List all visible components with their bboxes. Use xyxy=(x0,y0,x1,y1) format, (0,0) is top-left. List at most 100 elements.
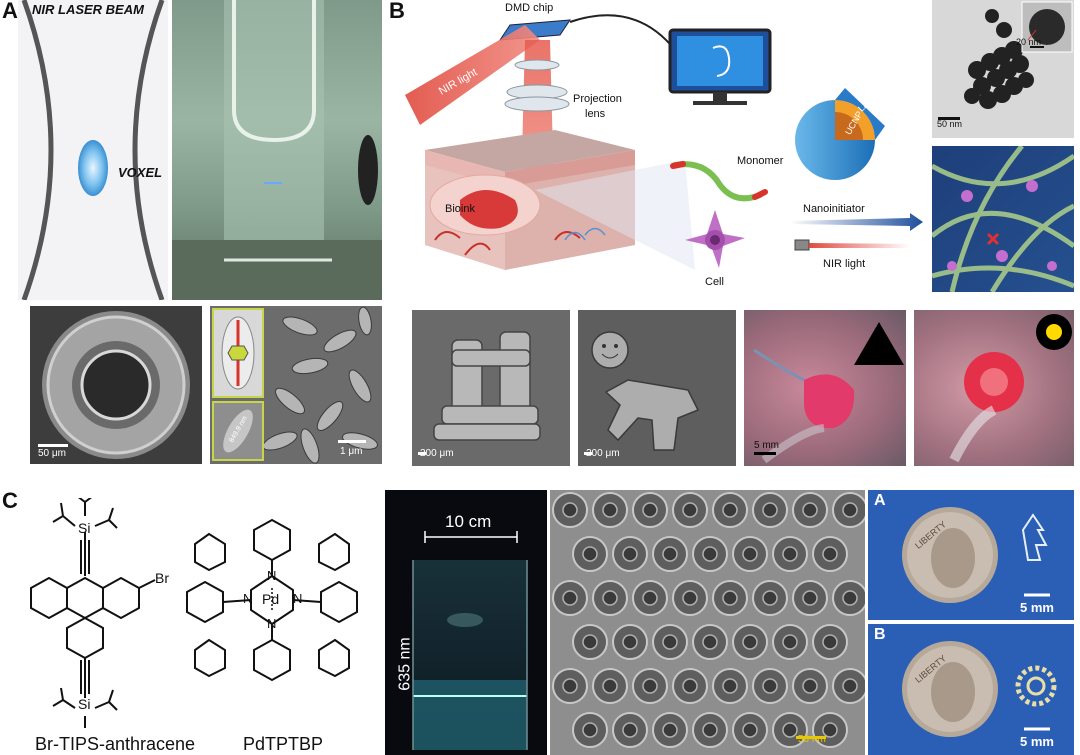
bottom-si-label: Si xyxy=(78,696,91,712)
sem-donut xyxy=(572,712,608,748)
coin-b-illustration xyxy=(902,641,1057,737)
sem-lattice-scale-label: 200 μm xyxy=(420,448,454,459)
tem-inset-scalebar xyxy=(1030,46,1044,48)
panel-letter-c: C xyxy=(2,488,18,513)
n-left-label: N xyxy=(243,591,253,606)
sem-donut xyxy=(652,536,688,572)
sem-donut xyxy=(732,624,768,660)
sem-donut xyxy=(692,536,728,572)
sem-donut xyxy=(812,624,848,660)
br-label: Br xyxy=(155,570,169,586)
n-bottom-label: N xyxy=(267,616,277,631)
n-right-label: N xyxy=(293,591,303,606)
sem-donut xyxy=(832,492,865,528)
sem-figure-illustration xyxy=(591,331,700,451)
sem-donut xyxy=(592,580,628,616)
sem-donut xyxy=(772,624,808,660)
sem-donut xyxy=(672,492,708,528)
nanoinitiator-label: Nanoinitiator xyxy=(803,203,865,215)
coin-b-scale-label: 5 mm xyxy=(1020,734,1054,749)
sem-donut xyxy=(652,712,688,748)
sem-donut xyxy=(552,492,588,528)
tissue-photo-triangle: 5 mm xyxy=(744,310,906,466)
sem-particles-illustration xyxy=(212,306,378,464)
tissue-scalebar xyxy=(754,452,776,455)
laser-beam-illustration xyxy=(18,0,168,300)
sem-donut xyxy=(792,492,828,528)
sem-figure-image: 200 μm xyxy=(578,310,736,466)
laser-beam-label: NIR LASER BEAM xyxy=(32,2,144,17)
sem-donut xyxy=(832,668,865,704)
dmd-chip-label: DMD chip xyxy=(505,2,554,14)
coin-a-letter: A xyxy=(874,492,886,509)
sem-donut xyxy=(692,624,728,660)
sem-donut xyxy=(572,624,608,660)
panel-letter-a: A xyxy=(2,0,18,23)
sem-donut xyxy=(712,492,748,528)
sem-donut xyxy=(552,668,588,704)
sem-donut xyxy=(672,580,708,616)
top-si-label: Si xyxy=(78,520,91,536)
sem-ring-illustration xyxy=(42,311,190,459)
tissue-photo-circle xyxy=(914,310,1074,466)
mol1-name: Br-TIPS-anthracene xyxy=(35,734,196,754)
sem-donut xyxy=(732,536,768,572)
sem-donut xyxy=(732,712,768,748)
sem-lattice-scalebar xyxy=(418,452,426,455)
sem-donut xyxy=(632,668,668,704)
sem-donut xyxy=(812,536,848,572)
sem-donut-array-image: 50 nm xyxy=(550,490,865,755)
tem-nanoparticles-image: 50 nm 20 nm xyxy=(932,0,1074,138)
n-top-label: N xyxy=(267,568,277,583)
coin-b-letter: B xyxy=(874,626,886,643)
cuvette-illustration xyxy=(172,0,382,300)
beaker-illustration xyxy=(412,531,528,750)
sem-donut xyxy=(792,580,828,616)
hydrogel-network-illustration xyxy=(932,146,1074,292)
sem-donut-scalebar xyxy=(796,736,826,739)
sem-donut xyxy=(652,624,688,660)
sem-donut xyxy=(672,668,708,704)
cell-label: Cell xyxy=(705,276,724,288)
tem-inset-scale-label: 20 nm xyxy=(1016,37,1042,47)
sem-donut xyxy=(592,668,628,704)
tissue-scale-label: 5 mm xyxy=(754,440,779,451)
projection-label: Projection xyxy=(573,93,622,105)
sem-donut xyxy=(552,580,588,616)
sem-donut xyxy=(632,580,668,616)
sem-figure-scale-label: 200 μm xyxy=(586,448,620,459)
laser-beam-schematic: NIR LASER BEAM VOXEL xyxy=(18,0,168,300)
tem-scale-label: 50 nm xyxy=(937,119,963,129)
voxel-label: VOXEL xyxy=(118,165,163,180)
sem-donut xyxy=(752,492,788,528)
dlp-bioprinting-illustration xyxy=(405,14,923,270)
beaker-scale-label: 10 cm xyxy=(445,512,492,531)
nir-light-2-label: NIR light xyxy=(823,258,866,270)
sem-ring-scalebar xyxy=(38,444,68,447)
sem-donut xyxy=(772,536,808,572)
pd-label: Pd xyxy=(262,591,280,607)
sem-donut xyxy=(612,624,648,660)
sem-donut xyxy=(572,536,608,572)
sem-donut xyxy=(612,712,648,748)
sem-lattice-illustration xyxy=(433,331,541,441)
coin-a-illustration xyxy=(902,507,1050,603)
wavelength-label: 635 nm xyxy=(396,637,414,691)
sem-donut xyxy=(612,536,648,572)
br-tips-anthracene-drawing xyxy=(30,498,156,728)
sem-donut xyxy=(712,580,748,616)
pdtptbp-drawing xyxy=(186,518,358,682)
coin-photo-a: A LIBERTY 5 mm xyxy=(868,490,1074,620)
cuvette-photo xyxy=(172,0,382,300)
tem-scalebar xyxy=(938,117,960,120)
monomer-label: Monomer xyxy=(737,155,784,167)
sem-particles-scale-label: 1 μm xyxy=(340,446,363,457)
sem-donut xyxy=(792,668,828,704)
mol2-name: PdTPTBP xyxy=(243,734,324,754)
beaker-photo: 10 cm 635 nm xyxy=(385,490,547,755)
panel-letter-b: B xyxy=(389,0,405,23)
sem-donut xyxy=(692,712,728,748)
lens-label: lens xyxy=(585,108,606,120)
sem-donut xyxy=(592,492,628,528)
sem-ring-scale-label: 50 μm xyxy=(38,448,66,459)
